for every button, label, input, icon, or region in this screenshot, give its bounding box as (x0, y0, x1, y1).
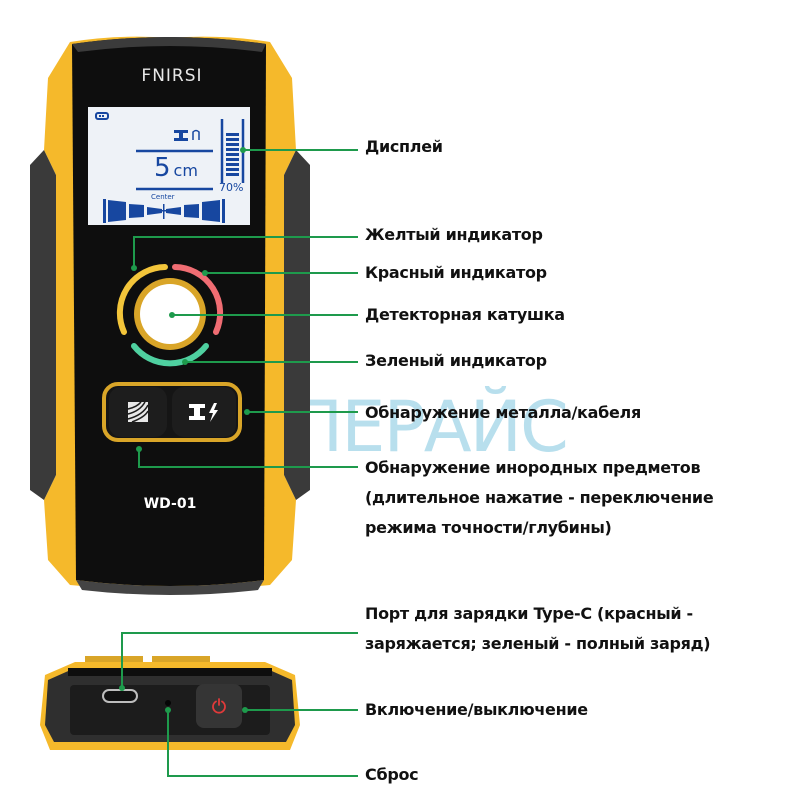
label-reset: Сброс (365, 765, 419, 784)
red-indicator (172, 264, 224, 335)
power-button[interactable] (196, 684, 242, 728)
center-label: Center (151, 193, 175, 201)
label-foreign-objects-3: режима точности/глубины) (365, 518, 612, 537)
wave-scan-icon (127, 401, 149, 423)
label-foreign-objects-1: Обнаружение инородных предметов (365, 458, 701, 477)
label-detector-coil: Детекторная катушка (365, 305, 565, 324)
label-display: Дисплей (365, 137, 443, 156)
model-label: WD-01 (143, 496, 197, 512)
foreign-object-button[interactable] (109, 387, 167, 437)
depth-unit: cm (173, 161, 198, 180)
signal-percent: 70% (219, 181, 244, 194)
signal-bars (226, 133, 239, 176)
reset-hole[interactable] (165, 700, 171, 706)
label-green-indicator: Зеленый индикатор (365, 351, 547, 370)
metal-cable-button[interactable] (172, 387, 236, 437)
label-typec-1: Порт для зарядки Type-C (красный - (365, 604, 693, 623)
label-foreign-objects-2: (длительное нажатие - переключение (365, 488, 714, 507)
center-indicator (103, 199, 225, 223)
battery-icon (95, 112, 109, 120)
power-icon (212, 698, 226, 714)
label-power: Включение/выключение (365, 700, 588, 719)
label-red-indicator: Красный индикатор (365, 263, 547, 282)
yellow-indicator (116, 264, 168, 335)
label-metal-cable: Обнаружение металла/кабеля (365, 403, 641, 422)
brand-logo: FNIRSI (141, 66, 203, 86)
depth-number: 5 (154, 153, 171, 183)
beam-lightning-icon (189, 403, 218, 422)
label-typec-2: заряжается; зеленый - полный заряд) (365, 634, 711, 653)
green-indicator (131, 343, 209, 367)
label-yellow-indicator: Желтый индикатор (365, 225, 543, 244)
metal-detect-icon (174, 129, 200, 141)
